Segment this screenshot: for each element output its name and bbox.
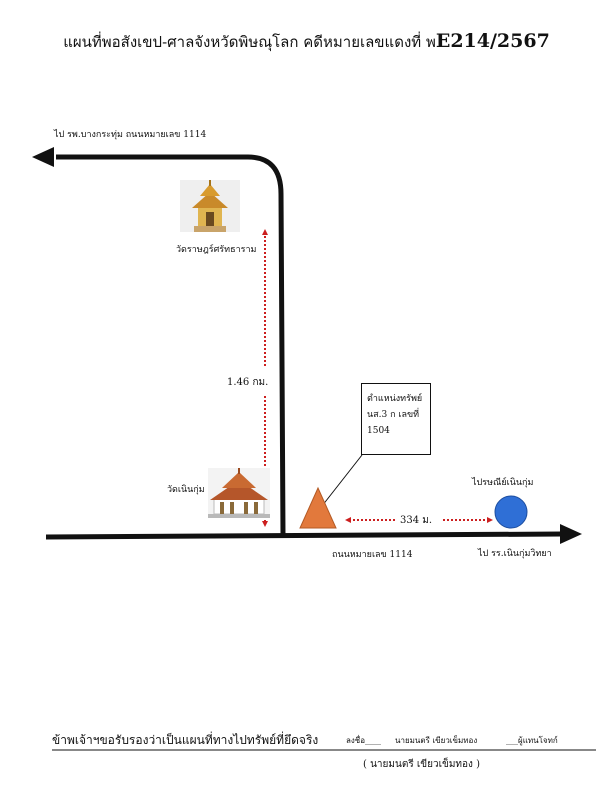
parcel-box-line: ตำแหน่งทรัพย์ [367,394,423,404]
case-number: E214/2567 [435,30,550,52]
parcel-box-line: นส.3 ก เลขที่ [367,410,420,420]
parcel-info-box: ตำแหน่งทรัพย์ นส.3 ก เลขที่ 1504 [361,383,431,455]
temple-bottom-label: วัดเนินกุ่ม [167,485,205,495]
signed-label: ลงชื่อ____ [346,736,382,745]
parcel-box-line: 1504 [367,426,390,436]
certification-text: ข้าพเจ้าฯขอรับรองว่าเป็นแผนที่ทางไปทรัพย… [52,733,319,747]
road-bottom [45,531,563,540]
signer-role: ___ผู้แทนโจทก์ [506,736,558,745]
signer-name: นายมนตรี เขียวเข็มทอง [395,736,478,745]
temple-icon [208,468,270,518]
distance-horizontal-label: 334 ม. [400,515,433,526]
road-bottom-label: ถนนหมายเลข 1114 [332,550,413,560]
road-top [56,154,286,536]
signer-name-parenthesized: ( นายมนตรี เขียวเข็มทอง ) [363,759,480,770]
distance-vertical-label: 1.46 กม. [227,377,269,388]
post-office-label: ไปรษณีย์เนินกุ่ม [472,478,534,488]
temple-icon [180,180,240,232]
road-top-label: ไป รพ.บางกระทุ่ม ถนนหมายเลข 1114 [54,130,207,140]
school-label: ไป รร.เนินกุ่มวิทยา [478,549,552,559]
triangle-marker-icon [299,486,337,529]
title-text: แผนที่พอสังเขป-ศาลจังหวัดพิษณุโลก คดีหมา… [63,33,436,51]
parcel-callout-line [321,454,363,507]
page-title: แผนที่พอสังเขป-ศาลจังหวัดพิษณุโลก คดีหมา… [0,30,613,54]
circle-marker-icon [494,495,528,529]
road-bottom-arrowhead [560,524,582,544]
temple-top-label: วัดราษฎร์ศรัทธาราม [176,245,257,255]
road-top-arrowhead [32,147,54,167]
